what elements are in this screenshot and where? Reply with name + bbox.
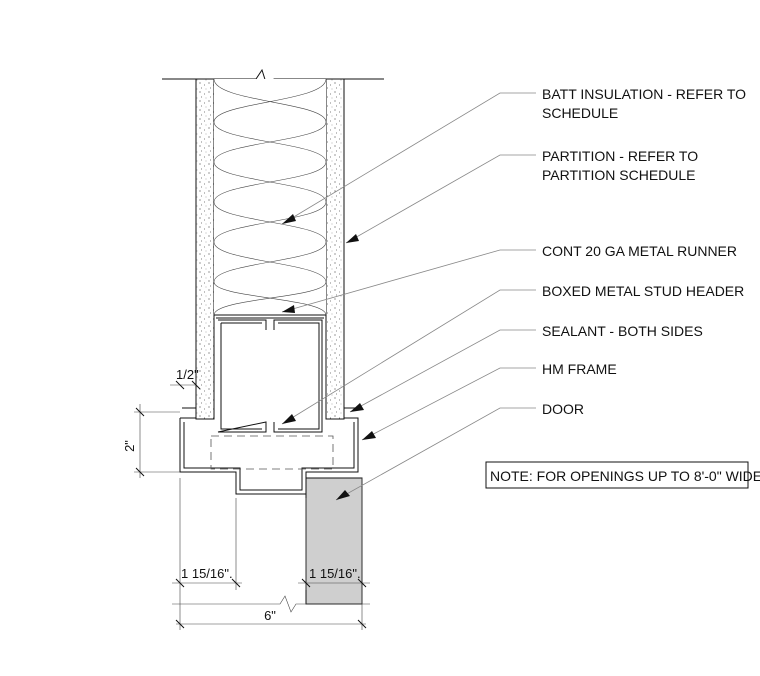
note-box: NOTE: FOR OPENINGS UP TO 8'-0" WIDE (485, 461, 760, 489)
batt-insulation (213, 78, 327, 316)
leader-arrowheads (282, 214, 376, 500)
dim-overall: 6" (264, 608, 276, 623)
callout-sealant: SEALANT - BOTH SIDES (542, 323, 703, 339)
callout-header: BOXED METAL STUD HEADER (542, 283, 744, 299)
boxed-stud-header (217, 319, 323, 433)
dim-right-rabbet: 1 15/16". (309, 566, 361, 581)
gypsum-board (195, 78, 345, 420)
dim-two-inch: 2" (122, 440, 137, 452)
callout-partition-line2: PARTITION SCHEDULE (542, 167, 696, 183)
callout-runner: CONT 20 GA METAL RUNNER (542, 243, 737, 259)
callout-frame: HM FRAME (542, 361, 617, 377)
note-text: NOTE: FOR OPENINGS UP TO 8'-0" WIDE (490, 468, 760, 484)
metal-runner (214, 314, 326, 319)
dim-half-inch: 1/2" (176, 367, 199, 382)
leader-lines (281, 92, 536, 501)
dimension-lines (134, 380, 370, 630)
callout-partition-line1: PARTITION - REFER TO (542, 148, 698, 164)
callout-batt-line2: SCHEDULE (542, 105, 618, 121)
door (305, 477, 363, 605)
hm-frame (179, 407, 359, 495)
dim-left-rabbet: 1 15/16". (181, 566, 233, 581)
callout-batt-line1: BATT INSULATION - REFER TO (542, 86, 746, 102)
callout-door: DOOR (542, 401, 584, 417)
